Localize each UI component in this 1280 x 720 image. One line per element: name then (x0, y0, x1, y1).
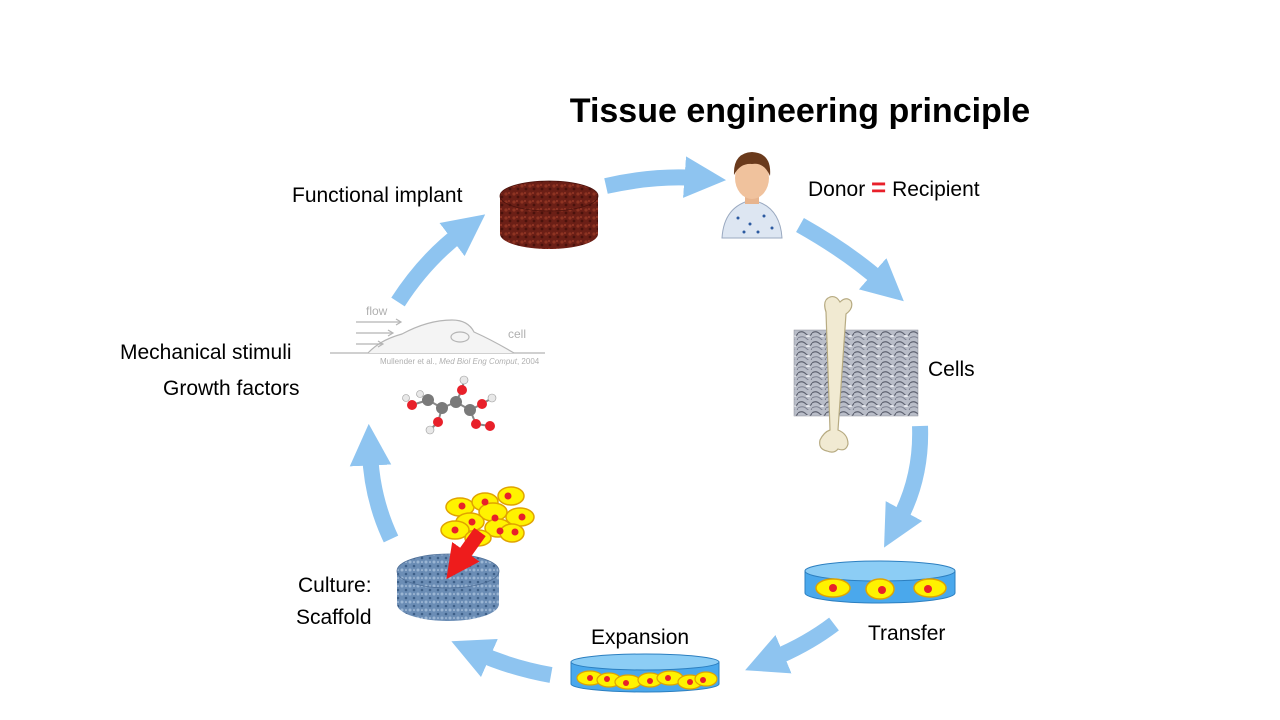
cycle-arrows (349, 156, 929, 683)
flow-cell-icon: flow cell Mullender et al., Med Biol Eng… (330, 304, 545, 366)
implant-icon (499, 180, 599, 249)
mechanical-stimuli-label: Mechanical stimuli (120, 341, 292, 364)
arrow-scaffold-to-stimuli (349, 423, 399, 543)
donor-recipient-label: Donor = Recipient (808, 174, 980, 202)
citation: Mullender et al., Med Biol Eng Comput, 2… (380, 357, 540, 366)
seeding-cells-icon (440, 486, 535, 547)
arrow-transfer-to-expansion (745, 617, 839, 674)
expansion-label: Expansion (591, 626, 690, 649)
growth-factors-label: Growth factors (163, 377, 300, 400)
molecule-icon (402, 375, 497, 435)
cell-micrograph-icon (793, 329, 919, 417)
culture-label: Culture: (298, 574, 372, 597)
arrow-implant-to-donor (604, 156, 727, 198)
scaffold-icon (396, 553, 500, 621)
scaffold-label: Scaffold (296, 606, 372, 629)
arrow-expansion-to-scaffold (451, 639, 553, 683)
arrow-donor-to-cells (796, 218, 904, 302)
equals-sign: = (871, 172, 887, 202)
donor-label: Donor (808, 178, 866, 201)
patient-icon (721, 152, 783, 239)
functional-implant-label: Functional implant (292, 184, 463, 207)
arrow-stimuli-to-implant (391, 214, 486, 307)
bone-icon (819, 295, 853, 453)
petri-dish-icon (804, 560, 956, 604)
seeding-arrow (446, 527, 486, 580)
cell-label: cell (508, 327, 526, 341)
flow-label: flow (366, 304, 388, 318)
transfer-label: Transfer (868, 622, 946, 645)
arrow-cells-to-transfer (884, 425, 929, 548)
petri-dish-icon (570, 653, 720, 693)
cells-label: Cells (928, 358, 975, 381)
diagram-title: Tissue engineering principle (569, 92, 1031, 130)
recipient-label: Recipient (892, 178, 980, 201)
